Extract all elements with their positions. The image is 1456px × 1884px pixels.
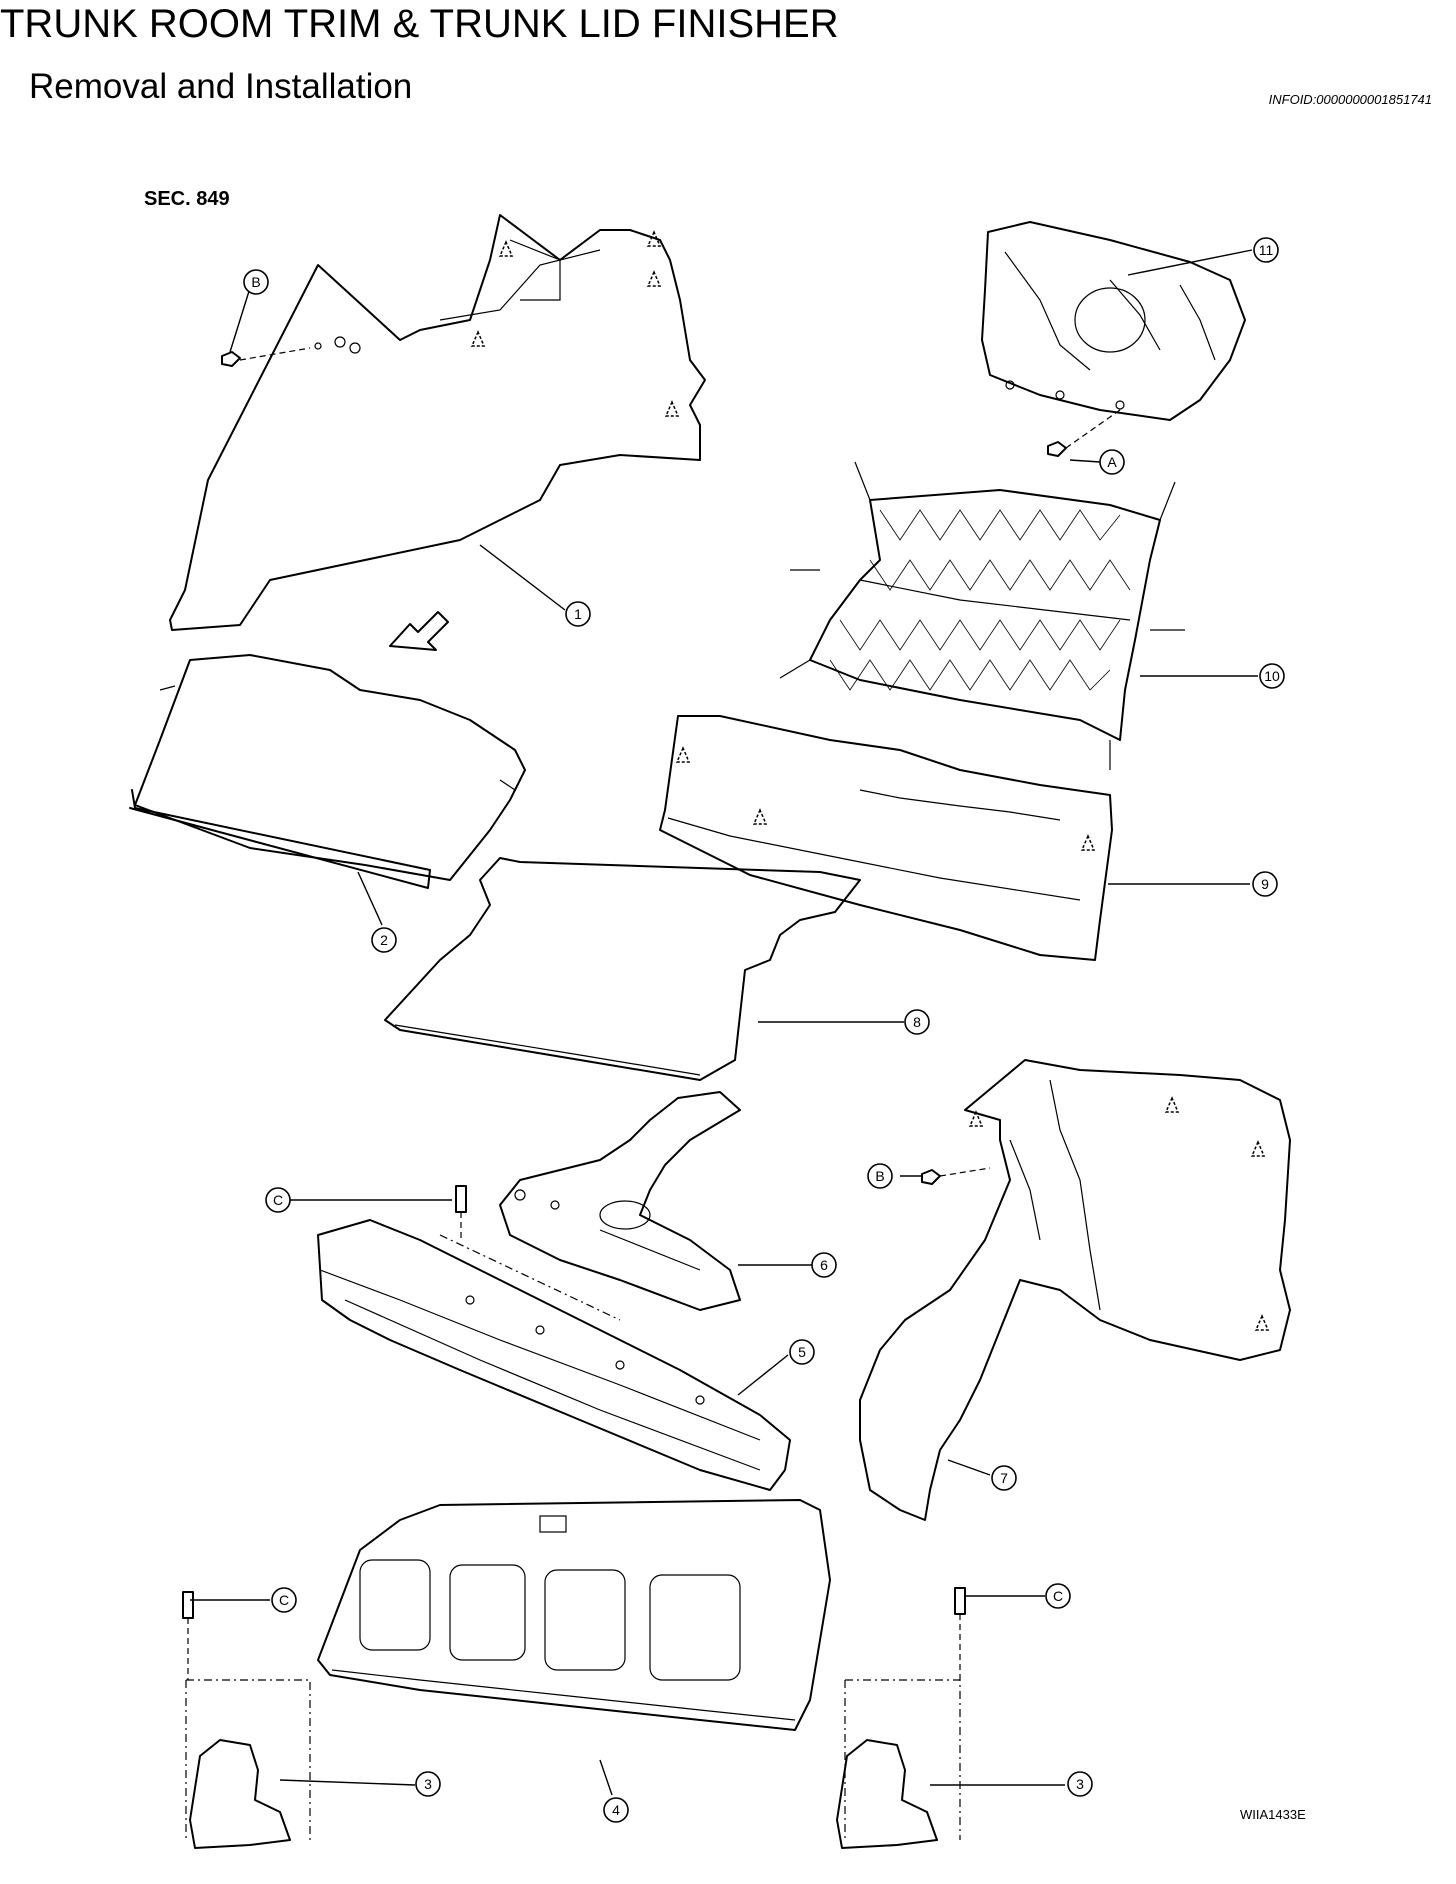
- front-arrow-icon: [389, 611, 449, 651]
- svg-text:2: 2: [380, 932, 388, 948]
- figure-id: WIIA1433E: [1240, 1807, 1306, 1822]
- clip-a: [1047, 409, 1121, 457]
- callout-c-left: C: [271, 1587, 297, 1613]
- callout-3-right: 3: [1067, 1771, 1093, 1797]
- callout-c-upper: C: [265, 1187, 291, 1213]
- part-6-spare-tire-clamp: [499, 1091, 741, 1311]
- svg-text:10: 10: [1264, 668, 1280, 684]
- callout-b-lower: B: [867, 1163, 893, 1189]
- callout-5: 5: [789, 1339, 815, 1365]
- part-8-trunk-floor-mat: [384, 857, 861, 1081]
- bolt-c-upper: [455, 1185, 467, 1240]
- svg-text:11: 11: [1259, 242, 1274, 258]
- svg-text:6: 6: [820, 1257, 828, 1273]
- bolt-c-right: [954, 1587, 966, 1680]
- part-4-spare-tire-cover: [317, 1499, 831, 1731]
- part-11-trunk-lid-finisher: [981, 221, 1246, 421]
- svg-text:8: 8: [913, 1014, 921, 1030]
- part-5-spare-tire-frame: [317, 1219, 791, 1491]
- svg-text:5: 5: [798, 1344, 806, 1360]
- callout-6: 6: [811, 1252, 837, 1278]
- callout-11: 11: [1253, 237, 1279, 263]
- callout-7: 7: [991, 1465, 1017, 1491]
- svg-text:7: 7: [1000, 1470, 1008, 1486]
- callout-10: 10: [1259, 663, 1285, 689]
- svg-text:C: C: [273, 1192, 283, 1208]
- info-id: INFOID:0000000001851741: [1268, 92, 1432, 107]
- callout-b-upper: B: [243, 269, 269, 295]
- clip-b-upper: [221, 347, 311, 367]
- svg-text:C: C: [279, 1592, 289, 1608]
- page-subtitle: Removal and Installation: [29, 67, 413, 106]
- callout-2: 2: [371, 927, 397, 953]
- leader-lines: [190, 249, 1258, 1796]
- callout-a: A: [1099, 449, 1125, 475]
- part-3-bracket-left: [185, 1679, 311, 1849]
- svg-text:1: 1: [574, 606, 582, 622]
- page-title: TRUNK ROOM TRIM & TRUNK LID FINISHER: [0, 2, 839, 46]
- svg-text:9: 9: [1261, 876, 1269, 892]
- section-label: SEC. 849: [144, 188, 230, 210]
- svg-text:3: 3: [424, 1776, 432, 1792]
- svg-text:C: C: [1053, 1588, 1063, 1604]
- part-2-rear-parcel-shelf: [129, 654, 526, 889]
- svg-text:B: B: [875, 1168, 884, 1184]
- svg-text:4: 4: [612, 1802, 620, 1818]
- callout-3-left: 3: [415, 1771, 441, 1797]
- part-1-trunk-side-trim-lh: [169, 214, 706, 631]
- part-7-trunk-side-trim-rh: [859, 1059, 1291, 1521]
- callout-8: 8: [904, 1009, 930, 1035]
- callout-9: 9: [1252, 871, 1278, 897]
- callout-c-right: C: [1045, 1583, 1071, 1609]
- callout-4: 4: [603, 1797, 629, 1823]
- clip-b-lower: [921, 1167, 991, 1185]
- svg-text:3: 3: [1076, 1776, 1084, 1792]
- part-10-trunk-net: [779, 461, 1185, 770]
- part-9-rear-trunk-finisher: [659, 715, 1113, 961]
- bolt-c-left: [182, 1591, 194, 1680]
- svg-text:B: B: [251, 274, 260, 290]
- callout-1: 1: [565, 601, 591, 627]
- part-3-bracket-right: [836, 1679, 961, 1849]
- svg-text:A: A: [1107, 454, 1117, 470]
